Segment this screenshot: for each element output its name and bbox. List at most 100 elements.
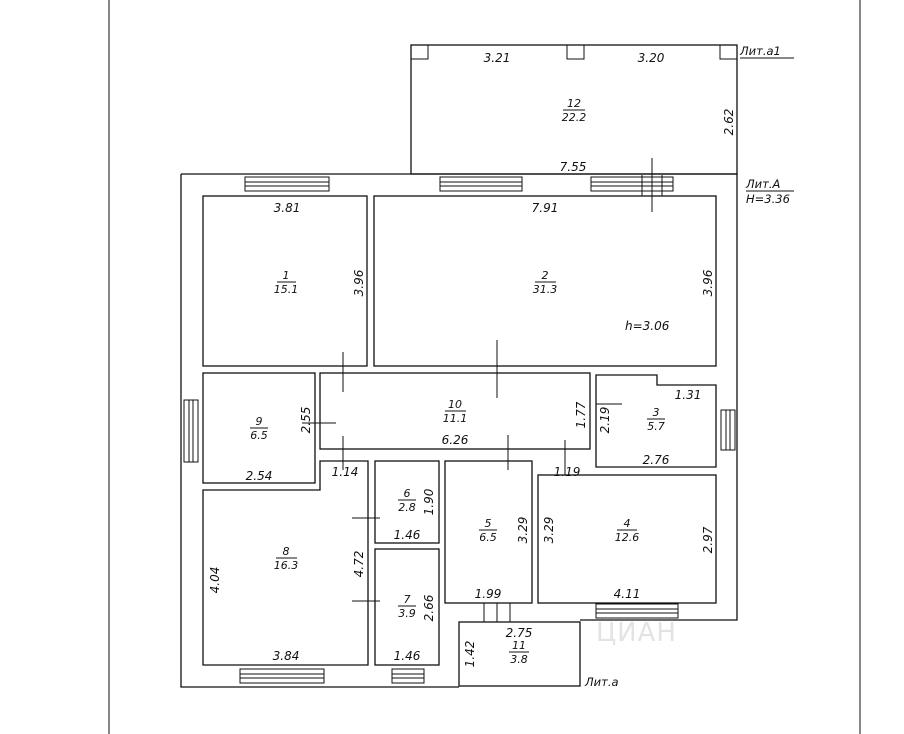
dim: 1.77 <box>574 401 588 428</box>
svg-text:12: 12 <box>567 97 581 110</box>
dim: 1.46 <box>394 649 421 663</box>
window <box>590 176 674 192</box>
room-3-label: 3 5.7 <box>647 406 665 433</box>
dim: 3.29 <box>516 517 530 544</box>
dim: 7.91 <box>532 201 559 215</box>
dim: 1.14 <box>332 465 359 479</box>
window <box>391 668 425 684</box>
dim: 6.26 <box>442 433 469 447</box>
svg-text:12.6: 12.6 <box>615 531 640 544</box>
room-3-outline <box>595 374 717 468</box>
dim: 1.90 <box>422 488 436 515</box>
svg-text:6.5: 6.5 <box>479 531 497 544</box>
dim: 2.55 <box>299 407 313 434</box>
dim: 7.55 <box>560 160 587 174</box>
svg-text:2: 2 <box>542 269 549 282</box>
room-8-label: 8 16.3 <box>274 545 299 572</box>
room-4-label: 4 12.6 <box>615 517 640 544</box>
door-markers <box>302 158 663 622</box>
room-11-label: 11 3.8 <box>509 639 529 666</box>
dimension-labels: 3.21 3.20 2.62 7.55 3.81 3.96 7.91 3.96 … <box>208 51 736 667</box>
dim: 2.75 <box>506 626 533 640</box>
svg-text:15.1: 15.1 <box>274 283 299 296</box>
room-labels: 12 22.2 1 15.1 2 31.3 h=3.06 9 6.5 10 11… <box>250 97 670 666</box>
room-6-outline <box>374 460 440 544</box>
room-2-label: 2 31.3 h=3.06 <box>533 269 670 333</box>
dim: 2.62 <box>722 109 736 136</box>
svg-text:6.5: 6.5 <box>250 429 268 442</box>
dim: 3.20 <box>638 51 665 65</box>
room-12-label: 12 22.2 <box>562 97 587 124</box>
dim: 1.99 <box>475 587 502 601</box>
outer-wall-left <box>180 174 459 688</box>
room-5-label: 5 6.5 <box>479 517 497 544</box>
svg-text:1: 1 <box>283 269 290 282</box>
svg-text:7: 7 <box>404 593 411 606</box>
room-8-outline <box>202 460 369 666</box>
label-lit-a: Лит.А <box>745 177 780 191</box>
dim: 2.97 <box>701 526 715 553</box>
room-2-outline <box>373 195 717 367</box>
room-9-label: 9 6.5 <box>250 415 268 442</box>
dim: 3.29 <box>542 517 556 544</box>
room-7-outline <box>374 548 440 666</box>
dim: 3.84 <box>273 649 300 663</box>
dim: 3.96 <box>701 269 715 296</box>
dim: 4.72 <box>352 551 366 578</box>
window <box>183 399 199 463</box>
dim: 2.76 <box>643 453 670 467</box>
dim: 2.66 <box>422 594 436 621</box>
svg-text:5.7: 5.7 <box>647 420 665 433</box>
window <box>439 176 523 192</box>
watermark: ЦИАН <box>596 618 677 648</box>
svg-text:2.8: 2.8 <box>398 501 416 514</box>
svg-text:31.3: 31.3 <box>533 283 558 296</box>
room-5-outline <box>444 460 533 604</box>
column-marker <box>410 44 429 60</box>
svg-text:9: 9 <box>256 415 263 428</box>
svg-text:3.8: 3.8 <box>510 653 528 666</box>
room-4-outline <box>537 474 717 604</box>
room-1-label: 1 15.1 <box>274 269 299 296</box>
dim: 4.04 <box>208 567 222 594</box>
svg-text:4: 4 <box>624 517 631 530</box>
dim: 3.21 <box>484 51 511 65</box>
outer-wall <box>181 173 738 621</box>
label-lit-a-height: Н=3.36 <box>746 192 790 206</box>
room-10-label: 10 11.1 <box>443 398 468 425</box>
window <box>720 409 736 451</box>
room-6-label: 6 2.8 <box>398 487 416 514</box>
dim: 1.31 <box>675 388 702 402</box>
room-11-outline <box>458 621 581 687</box>
windows <box>183 176 736 684</box>
svg-text:22.2: 22.2 <box>562 111 587 124</box>
dim: 2.54 <box>246 469 273 483</box>
window <box>239 668 325 684</box>
svg-text:3.9: 3.9 <box>398 607 416 620</box>
window <box>595 603 679 619</box>
room-1-outline <box>202 195 368 367</box>
dim: 4.11 <box>614 587 641 601</box>
column-marker <box>566 44 585 60</box>
block-lit-a-main <box>180 158 738 688</box>
dim: 3.96 <box>352 269 366 296</box>
svg-text:10: 10 <box>448 398 462 411</box>
svg-text:16.3: 16.3 <box>274 559 299 572</box>
window <box>244 176 330 192</box>
svg-text:5: 5 <box>485 517 492 530</box>
dim: 1.42 <box>463 641 477 668</box>
dim: 3.81 <box>274 201 301 215</box>
svg-text:6: 6 <box>404 487 411 500</box>
label-lit-a-small: Лит.а <box>584 675 619 689</box>
label-lit-a1: Лит.а1 <box>739 44 781 58</box>
column-marker <box>719 44 738 60</box>
room-10-outline <box>319 372 591 450</box>
svg-text:11.1: 11.1 <box>443 412 468 425</box>
dim: 1.19 <box>554 465 581 479</box>
svg-text:8: 8 <box>283 545 290 558</box>
dim: 1.46 <box>394 528 421 542</box>
room-9-outline <box>202 372 316 484</box>
room-2-height-note: h=3.06 <box>625 319 670 333</box>
svg-text:3: 3 <box>653 406 660 419</box>
